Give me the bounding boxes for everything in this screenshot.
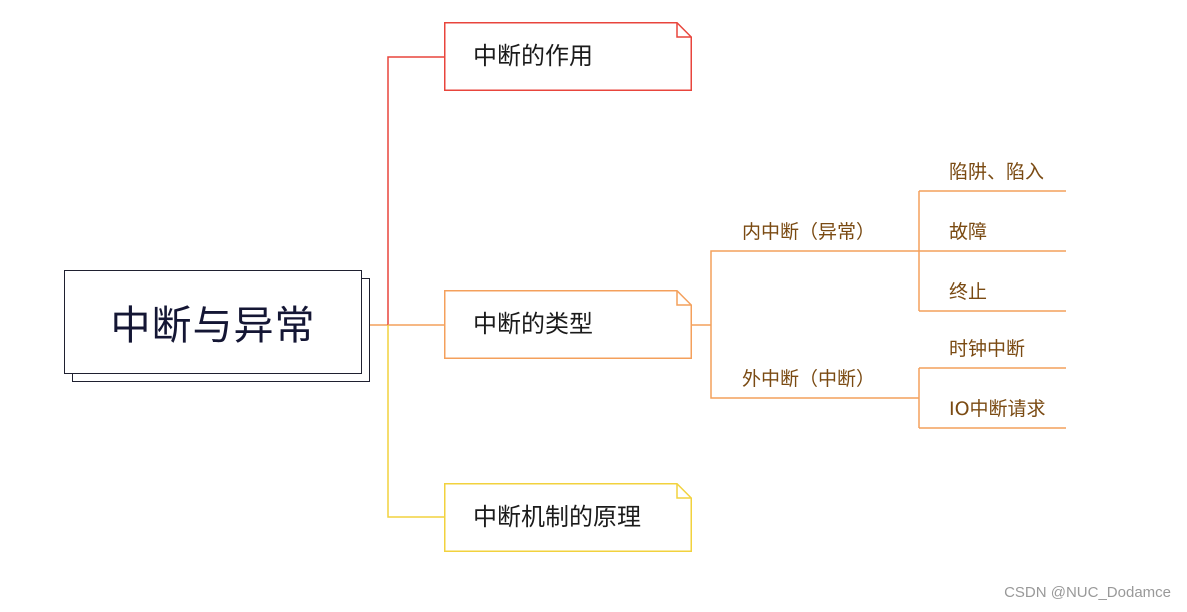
topic-label: 中断的类型 bbox=[473, 310, 593, 338]
leaf-io-interrupt-request[interactable]: IO中断请求 bbox=[949, 398, 1046, 420]
topic-label: 中断机制的原理 bbox=[473, 503, 641, 531]
topic-note-shape bbox=[444, 22, 692, 91]
root-node[interactable]: 中断与异常 bbox=[64, 270, 362, 374]
leaf-clock-interrupt[interactable]: 时钟中断 bbox=[949, 338, 1026, 360]
topic-interrupt-purpose[interactable]: 中断的作用 bbox=[444, 22, 692, 91]
root-label: 中断与异常 bbox=[110, 303, 316, 349]
internal-branch-line bbox=[710, 250, 919, 325]
topic-note-shape bbox=[444, 290, 692, 359]
leaf-abort[interactable]: 终止 bbox=[949, 281, 988, 303]
topic-label: 中断的作用 bbox=[473, 42, 593, 70]
topic-interrupt-types[interactable]: 中断的类型 bbox=[444, 290, 692, 359]
branch-line-mechanism bbox=[387, 325, 444, 518]
subtopic-external-interrupt[interactable]: 外中断（中断） bbox=[742, 368, 876, 390]
branch-line-purpose bbox=[387, 56, 444, 325]
external-branch-line bbox=[710, 325, 919, 399]
topic-note-shape bbox=[444, 483, 692, 552]
watermark: CSDN @NUC_Dodamce bbox=[1004, 584, 1171, 601]
leaf-fault[interactable]: 故障 bbox=[949, 221, 988, 243]
leaf-trap[interactable]: 陷阱、陷入 bbox=[949, 161, 1045, 183]
subtopic-internal-interrupt[interactable]: 内中断（异常） bbox=[742, 221, 876, 243]
topic-interrupt-mechanism[interactable]: 中断机制的原理 bbox=[444, 483, 692, 552]
